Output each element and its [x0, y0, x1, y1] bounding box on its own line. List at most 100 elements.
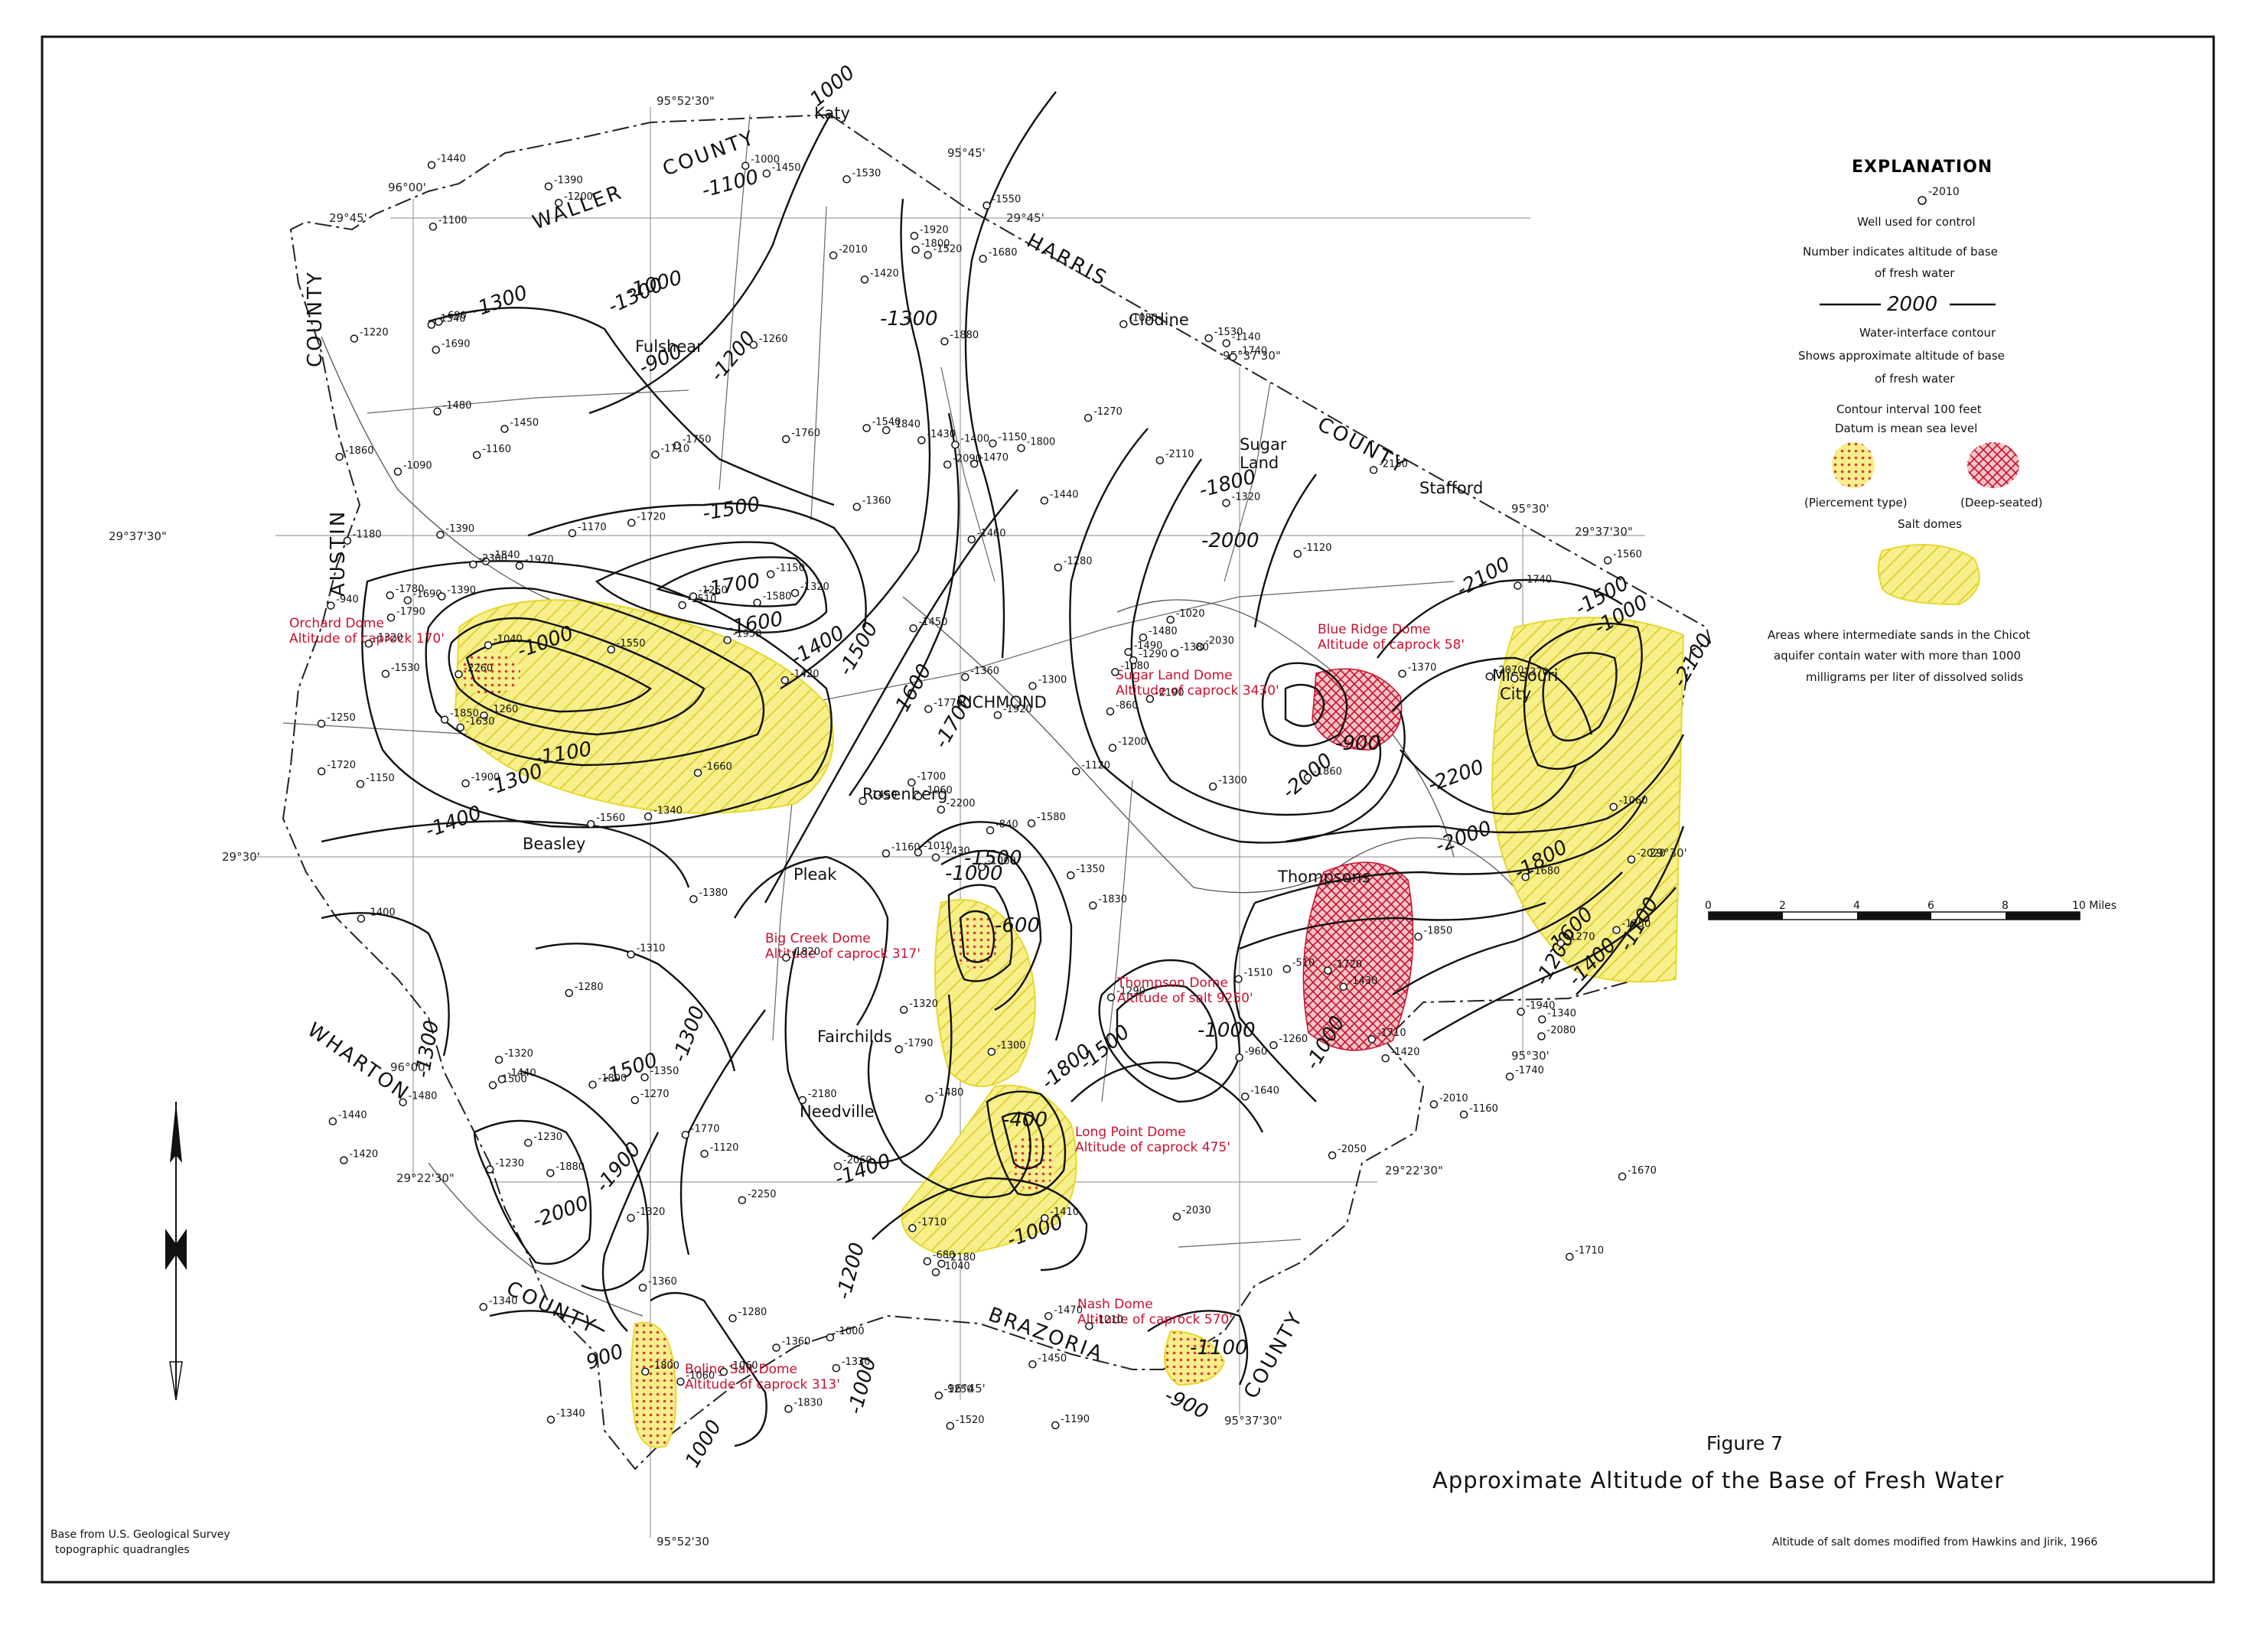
coord-top-2: 95°45' — [947, 146, 986, 160]
well-altitude-label: -1420 — [349, 1149, 378, 1161]
control-well: -1670 — [1618, 1165, 1657, 1181]
town-beasley: Beasley — [523, 835, 585, 853]
legend-contour-desc-2: Shows approximate altitude of base — [1798, 349, 2005, 363]
well-altitude-label: -1450 — [510, 418, 539, 429]
well-altitude-label: -1200 — [1118, 736, 1147, 747]
town-richmond: RICHMOND — [956, 693, 1047, 712]
well-altitude-label: -1270 — [1093, 406, 1123, 418]
well-marker-icon — [356, 780, 365, 789]
control-well: -1280 — [728, 1307, 767, 1323]
well-altitude-label: -1370 — [1520, 667, 1549, 679]
control-well: -1280 — [565, 982, 604, 998]
well-marker-icon — [782, 953, 790, 962]
well-altitude-label: -1740 — [1515, 1065, 1544, 1076]
control-well: -1060 — [1609, 796, 1647, 811]
well-marker-icon — [1414, 933, 1422, 941]
well-marker-icon — [427, 321, 436, 329]
well-altitude-label: -1720 — [327, 760, 356, 771]
control-well: -1860 — [1303, 767, 1342, 782]
control-well: -1120 — [700, 1142, 738, 1158]
waller-county-label: WALLER — [530, 181, 626, 234]
austin-county-label: AUSTIN — [327, 510, 350, 597]
coord-lon-95-30: 95°30' — [1511, 502, 1549, 516]
control-well: -1150 — [766, 563, 805, 578]
control-well: -1480 — [925, 1087, 963, 1103]
well-marker-icon — [1234, 975, 1243, 983]
dome-nash-name: Nash Dome — [1077, 1297, 1153, 1312]
well-marker-icon — [317, 767, 326, 776]
well-altitude-label: -1420 — [870, 268, 899, 279]
well-marker-icon — [433, 407, 442, 416]
contour-label: -1100 — [1190, 1337, 1248, 1360]
well-marker-icon — [719, 1367, 728, 1376]
well-marker-icon — [780, 676, 790, 685]
well-altitude-label: -1380 — [699, 887, 728, 899]
well-marker-icon — [403, 596, 412, 604]
well-altitude-label: -1500 — [498, 1073, 527, 1085]
well-altitude-label: -1480 — [1149, 626, 1178, 637]
control-well: -1040 — [484, 633, 523, 650]
well-marker-icon — [1222, 499, 1230, 507]
control-well: -1250 — [689, 585, 728, 601]
well-marker-icon — [829, 251, 838, 260]
control-well: -1140 — [1222, 332, 1260, 347]
well-altitude-label: -1250 — [327, 712, 356, 724]
well-marker-icon — [860, 275, 869, 284]
well-marker-icon — [967, 535, 976, 544]
control-well: -1370 — [1398, 663, 1437, 678]
control-well: -1300 — [1028, 675, 1067, 690]
well-altitude-label: -1470 — [979, 452, 1009, 464]
well-marker-icon — [924, 251, 932, 259]
well-marker-icon — [479, 1303, 487, 1311]
well-altitude-label: -1400 — [367, 907, 396, 919]
well-marker-icon — [986, 826, 995, 835]
well-marker-icon — [1269, 1040, 1278, 1050]
well-altitude-label: -1370 — [1408, 663, 1437, 674]
well-altitude-label: -1820 — [791, 946, 820, 958]
control-well: -2030 — [1195, 635, 1234, 651]
well-marker-icon — [565, 988, 573, 998]
well-marker-icon — [931, 1268, 940, 1277]
well-altitude-label: -1510 — [1244, 968, 1273, 979]
well-marker-icon — [859, 796, 867, 806]
control-well: -860 — [1106, 700, 1139, 716]
control-well: -1390 — [544, 175, 583, 191]
contour-label: -1900 — [591, 1138, 646, 1197]
well-altitude-label: -1430 — [941, 846, 970, 858]
well-altitude-label: -1230 — [495, 1158, 524, 1170]
well-altitude-label: -1150 — [776, 563, 805, 575]
well-altitude-label: -1430 — [1349, 975, 1378, 987]
well-marker-icon — [1208, 782, 1217, 791]
well-altitude-label: -1770 — [691, 1123, 720, 1135]
well-marker-icon — [1027, 819, 1036, 828]
control-well: -2030 — [1172, 1205, 1211, 1221]
well-altitude-label: -1630 — [466, 716, 495, 728]
well-altitude-label: -510 — [1292, 958, 1315, 969]
well-altitude-label: -1150 — [366, 773, 395, 784]
control-well: -1260 — [1269, 1034, 1308, 1050]
control-well: -2010 — [1429, 1093, 1468, 1109]
control-well: -1420 — [860, 268, 899, 284]
well-marker-icon — [641, 1367, 650, 1376]
well-marker-icon — [911, 246, 920, 254]
control-well: -1440 — [328, 1110, 367, 1125]
contour-label: -1500 — [701, 493, 762, 526]
well-marker-icon — [899, 1005, 908, 1014]
control-well: -2200 — [937, 798, 976, 814]
town-needville: Needville — [800, 1102, 875, 1121]
well-altitude-label: -1670 — [1628, 1165, 1657, 1177]
contour-label: -900 — [1335, 732, 1380, 755]
well-marker-icon — [1083, 413, 1093, 422]
well-altitude-label: -1280 — [575, 982, 604, 993]
control-well: -2010 — [829, 244, 868, 260]
control-well: -1740 — [1229, 346, 1267, 361]
well-altitude-label: -1260 — [1279, 1034, 1308, 1045]
well-altitude-label: -1350 — [1076, 864, 1105, 875]
well-altitude-label: -1950 — [733, 629, 762, 640]
well-marker-icon — [456, 723, 464, 732]
well-altitude-label: -1090 — [403, 461, 432, 472]
well-marker-icon — [1240, 1093, 1250, 1101]
well-altitude-label: -1520 — [956, 1415, 985, 1426]
control-well: -1800 — [1017, 437, 1055, 452]
